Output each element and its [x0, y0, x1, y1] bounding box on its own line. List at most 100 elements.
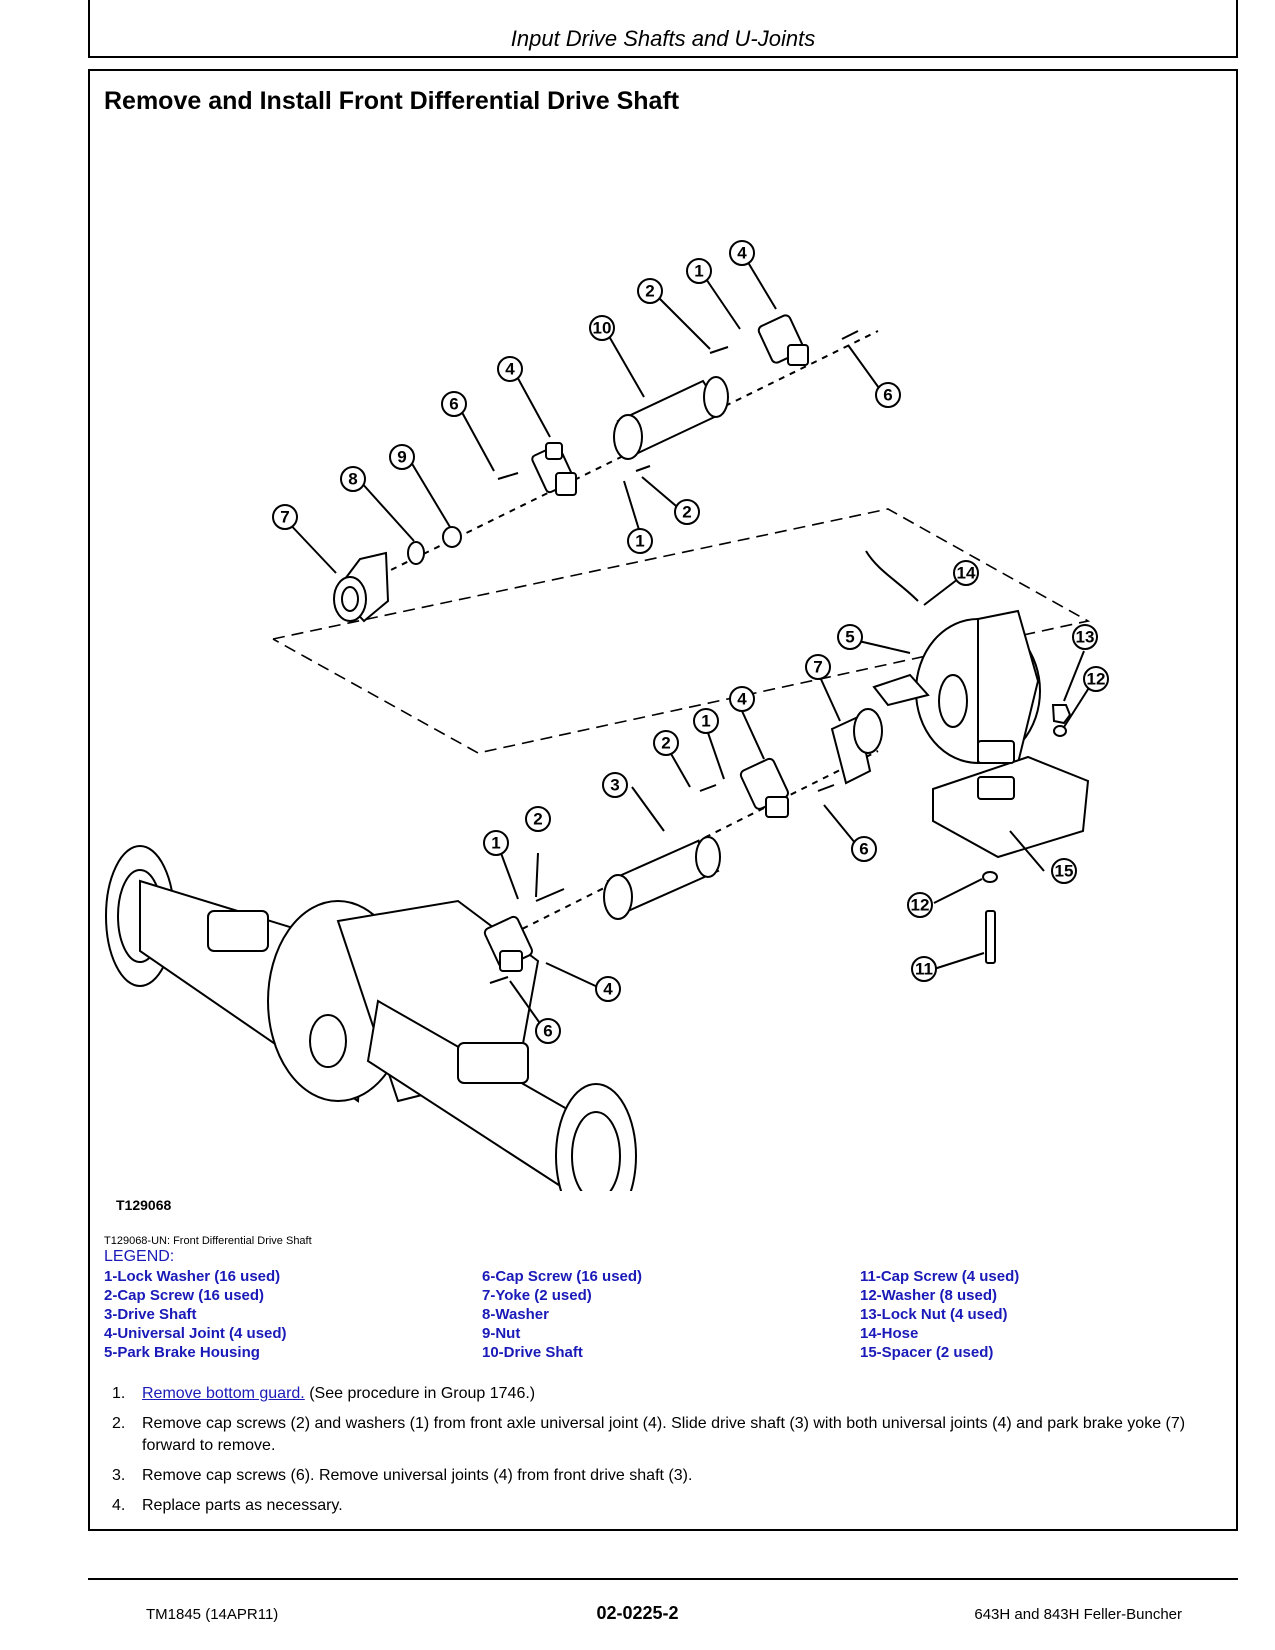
svg-text:7: 7 [280, 508, 289, 527]
washer-12-upper [1053, 725, 1067, 737]
footer-page-number: 02-0225-2 [596, 1603, 679, 1623]
legend-item: 11-Cap Screw (4 used) [860, 1268, 1020, 1285]
lower-assembly [105, 550, 1090, 1191]
legend-item: 1-Lock Washer (16 used) [104, 1268, 281, 1285]
callouts: 7 8 9 6 4 10 2 1 4 6 2 1 14 5 13 12 7 4 … [272, 240, 1109, 1044]
callout-1-lower-top: 1 [693, 708, 719, 734]
figure-id: T129068 [116, 1197, 172, 1213]
callout-6-upper-right: 6 [875, 382, 901, 408]
callout-5: 5 [837, 624, 863, 650]
footer-divider [88, 1578, 1238, 1580]
svg-text:5: 5 [845, 628, 854, 647]
callout-12-upper: 12 [1083, 666, 1109, 692]
callout-1-upper-mid: 1 [627, 528, 653, 554]
lower-yoke-7 [830, 708, 883, 785]
callout-2-upper-mid: 2 [674, 499, 700, 525]
svg-text:6: 6 [859, 840, 868, 859]
legend-item: 6-Cap Screw (16 used) [482, 1268, 643, 1285]
content-frame: Remove and Install Front Differential Dr… [88, 69, 1238, 1531]
footer-manual-id: TM1845 (14APR11) [146, 1606, 279, 1623]
callout-4-lower-axle: 4 [595, 976, 621, 1002]
legend: 1-Lock Washer (16 used) 6-Cap Screw (16 … [104, 1268, 1234, 1363]
upper-nut-9 [442, 526, 462, 548]
callout-6-lower-axle: 6 [535, 1018, 561, 1044]
step-number: 2. [112, 1415, 126, 1432]
legend-item: 4-Universal Joint (4 used) [104, 1325, 287, 1342]
svg-text:11: 11 [915, 960, 933, 979]
legend-item: 3-Drive Shaft [104, 1306, 197, 1323]
svg-text:4: 4 [603, 980, 613, 999]
callout-6-upper-left: 6 [441, 391, 467, 417]
procedure-step: 1. Remove bottom guard. (See procedure i… [112, 1383, 1222, 1405]
svg-text:13: 13 [1076, 628, 1095, 647]
procedure-step: 3. Remove cap screws (6). Remove univers… [112, 1465, 1222, 1487]
step-text-tail: (See procedure in Group 1746.) [304, 1385, 536, 1402]
svg-text:3: 3 [610, 776, 619, 795]
svg-text:1: 1 [701, 712, 710, 731]
callout-10-upper: 10 [589, 315, 615, 341]
hose-14 [865, 550, 919, 602]
lower-ujoint-4b [739, 757, 789, 818]
header-title: Input Drive Shafts and U-Joints [510, 26, 816, 51]
callout-2-upper-top: 2 [637, 278, 663, 304]
remove-bottom-guard-link[interactable]: Remove bottom guard. [142, 1385, 305, 1402]
svg-text:4: 4 [737, 690, 747, 709]
step-text: Remove bottom guard. (See procedure in G… [142, 1383, 535, 1405]
legend-item: 15-Spacer (2 used) [860, 1344, 994, 1361]
callout-1-lower-axle: 1 [483, 830, 509, 856]
svg-text:6: 6 [449, 395, 458, 414]
svg-text:9: 9 [397, 448, 406, 467]
step-text: Remove cap screws (2) and washers (1) fr… [142, 1415, 1186, 1454]
lower-ujoint-4a [483, 915, 533, 972]
svg-text:2: 2 [661, 734, 670, 753]
footer-machine-name: 643H and 843H Feller-Buncher [974, 1606, 1182, 1623]
callout-1-upper-top: 1 [686, 258, 712, 284]
svg-text:2: 2 [682, 503, 691, 522]
upper-washer-8 [407, 541, 425, 565]
svg-text:12: 12 [1087, 670, 1106, 689]
svg-text:14: 14 [957, 564, 976, 583]
callout-6-lower-right: 6 [851, 836, 877, 862]
svg-text:4: 4 [737, 244, 747, 263]
callout-8-upper: 8 [340, 466, 366, 492]
upper-yoke-7 [333, 551, 390, 623]
callout-12-lower: 12 [907, 892, 933, 918]
step-number: 4. [112, 1497, 126, 1514]
capscrew-11 [985, 910, 996, 964]
legend-item: 10-Drive Shaft [482, 1344, 583, 1361]
svg-text:6: 6 [883, 386, 892, 405]
svg-text:8: 8 [348, 470, 357, 489]
callout-4-upper-left: 4 [497, 356, 523, 382]
legend-item: 9-Nut [482, 1325, 521, 1342]
svg-text:4: 4 [505, 360, 515, 379]
legend-item: 2-Cap Screw (16 used) [104, 1287, 265, 1304]
svg-text:10: 10 [593, 319, 612, 338]
step-number: 3. [112, 1467, 126, 1484]
callout-4-lower-top: 4 [729, 686, 755, 712]
upper-ujoint-4a [531, 442, 577, 496]
front-axle [105, 845, 637, 1191]
callout-4-upper-top: 4 [729, 240, 755, 266]
procedure-step: 4. Replace parts as necessary. [112, 1495, 1222, 1517]
upper-driveshaft-10 [613, 376, 729, 460]
upper-assembly [333, 314, 879, 623]
svg-text:6: 6 [543, 1022, 552, 1041]
svg-text:2: 2 [533, 810, 542, 829]
legend-item: 7-Yoke (2 used) [482, 1287, 592, 1304]
svg-text:1: 1 [635, 532, 644, 551]
callout-14: 14 [953, 560, 979, 586]
exploded-diagram: 7 8 9 6 4 10 2 1 4 6 2 1 14 5 13 12 7 4 … [105, 240, 1109, 1191]
callout-13: 13 [1072, 624, 1098, 650]
legend-item: 8-Washer [482, 1306, 549, 1323]
callout-15: 15 [1051, 858, 1077, 884]
upper-ujoint-4b [757, 314, 809, 366]
washer-12-lower [982, 871, 998, 883]
legend-title: LEGEND: [104, 1248, 175, 1265]
callout-7-upper: 7 [272, 504, 298, 530]
page-header: Input Drive Shafts and U-Joints [88, 0, 1238, 58]
callout-3: 3 [602, 772, 628, 798]
legend-item: 5-Park Brake Housing [104, 1344, 260, 1361]
svg-text:2: 2 [645, 282, 654, 301]
step-number: 1. [112, 1385, 126, 1402]
procedure-step: 2. Remove cap screws (2) and washers (1)… [112, 1413, 1222, 1457]
